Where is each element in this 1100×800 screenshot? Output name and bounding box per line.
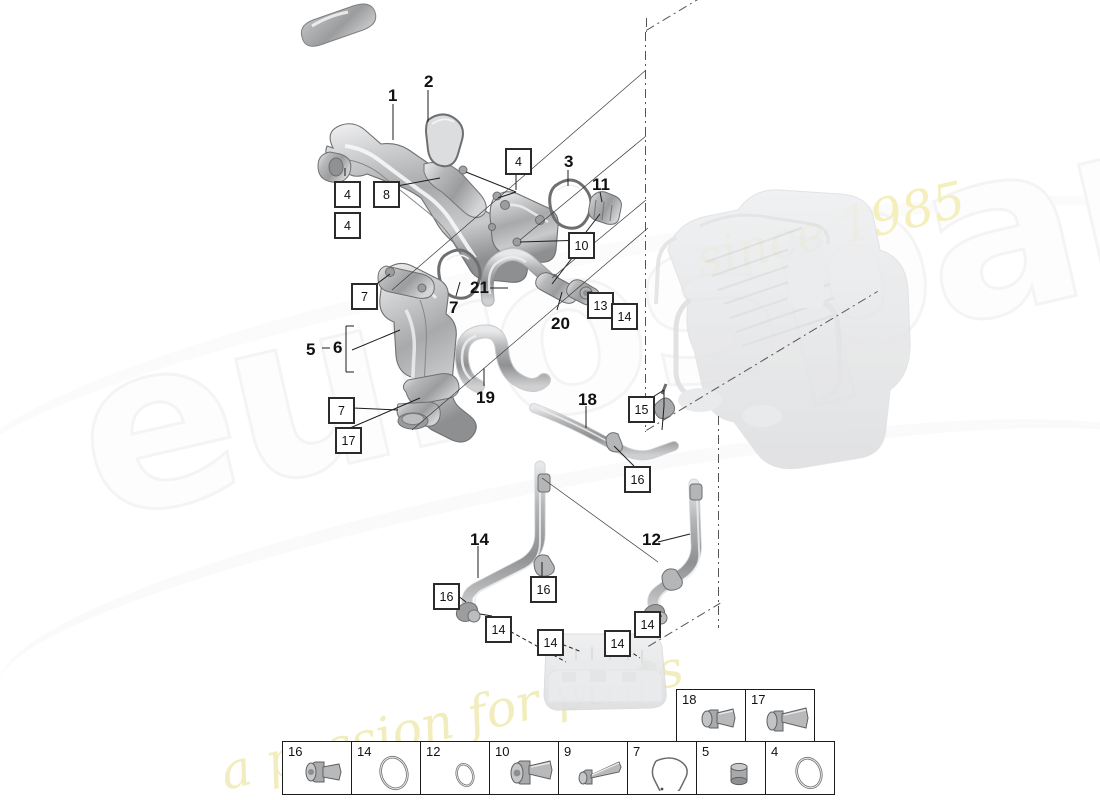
callout-20[interactable]: 19 bbox=[476, 388, 495, 407]
callout-2[interactable]: 2 bbox=[424, 72, 434, 91]
legend-number-7: 7 bbox=[633, 744, 641, 759]
legend-cell-14[interactable]: 14 bbox=[352, 742, 421, 794]
callout-10[interactable]: 8 bbox=[373, 181, 400, 208]
connector-plug bbox=[588, 191, 622, 225]
callout-9[interactable]: 7 bbox=[351, 283, 378, 310]
coolant-hose-left bbox=[455, 460, 555, 623]
legend-cell-5[interactable]: 5 bbox=[697, 742, 766, 794]
callout-22[interactable]: 21 bbox=[470, 278, 489, 297]
hex-flange-bolt-short-icon bbox=[701, 708, 736, 729]
centerline-vertical-top bbox=[646, 18, 647, 32]
callout-6[interactable]: 5 bbox=[306, 340, 316, 359]
engine-block-ghost-small bbox=[547, 669, 663, 703]
manifold-gasket-seal bbox=[424, 113, 464, 168]
legend-bottom-row: 16 14 12 bbox=[282, 741, 835, 795]
callout-7-bracket[interactable]: 6 bbox=[333, 338, 343, 357]
legend-cell-10[interactable]: 10 bbox=[490, 742, 559, 794]
legend-number-16: 16 bbox=[288, 744, 303, 759]
long-slender-bolt-icon bbox=[578, 761, 622, 785]
ring-seal-medium bbox=[437, 248, 482, 300]
legend-cell-16[interactable]: 16 bbox=[283, 742, 352, 794]
callout-7-box[interactable]: 7 bbox=[328, 397, 355, 424]
callout-16-b[interactable]: 16 bbox=[433, 583, 460, 610]
callout-4-upper[interactable]: 4 bbox=[334, 181, 361, 208]
callout-17[interactable]: 16 bbox=[624, 466, 651, 493]
hex-socket-bolt-icon bbox=[305, 761, 342, 783]
callout-14-a[interactable]: 13 bbox=[587, 292, 614, 319]
callout-13[interactable]: 12 bbox=[642, 530, 661, 549]
callout-16-a[interactable]: 15 bbox=[628, 396, 655, 423]
small-o-ring-icon bbox=[455, 763, 475, 787]
callout-19[interactable]: 18 bbox=[578, 390, 597, 409]
callout-3[interactable]: 3 bbox=[564, 152, 574, 171]
wire-retaining-clip-icon bbox=[651, 757, 688, 791]
hex-flange-bolt-icon bbox=[510, 760, 553, 785]
coolant-pipe-assembly bbox=[377, 262, 477, 443]
legend-top-row: 18 17 bbox=[676, 689, 815, 743]
engine-assembly-ghost bbox=[654, 189, 911, 470]
hex-flange-bolt-long-icon bbox=[766, 707, 809, 732]
callout-16-c[interactable]: 16 bbox=[530, 576, 557, 603]
legend-cell-12[interactable]: 12 bbox=[421, 742, 490, 794]
o-ring-seal-icon bbox=[795, 756, 823, 790]
callout-5[interactable]: 4 bbox=[505, 148, 532, 175]
legend-number-10: 10 bbox=[495, 744, 510, 759]
centerline-vertical-right bbox=[718, 416, 719, 628]
callout-14-e[interactable]: 14 bbox=[604, 630, 631, 657]
callout-21[interactable]: 20 bbox=[551, 314, 570, 333]
ring-seal-large bbox=[548, 178, 593, 230]
legend-number-12: 12 bbox=[426, 744, 441, 759]
callout-1[interactable]: 1 bbox=[388, 86, 398, 105]
legend-number-5: 5 bbox=[702, 744, 710, 759]
legend-cell-7[interactable]: 7 bbox=[628, 742, 697, 794]
callout-18[interactable]: 17 bbox=[335, 427, 362, 454]
legend-number-17: 17 bbox=[751, 692, 766, 707]
rounded-cap-plug bbox=[300, 3, 377, 47]
callout-11[interactable]: 11 bbox=[592, 175, 610, 194]
large-o-ring-icon bbox=[379, 755, 409, 791]
legend-number-9: 9 bbox=[564, 744, 572, 759]
intake-manifold-upper bbox=[317, 123, 559, 283]
callout-14-b[interactable]: 14 bbox=[611, 303, 638, 330]
legend-cell-4[interactable]: 4 bbox=[766, 742, 834, 794]
callout-14-c[interactable]: 14 bbox=[485, 616, 512, 643]
legend-cell-18[interactable]: 18 bbox=[677, 690, 746, 742]
legend-cell-9[interactable]: 9 bbox=[559, 742, 628, 794]
legend-cell-17[interactable]: 17 bbox=[746, 690, 814, 742]
coolant-hose-loop bbox=[454, 324, 551, 393]
callout-12[interactable]: 10 bbox=[568, 232, 595, 259]
callout-15[interactable]: 14 bbox=[470, 530, 489, 549]
cylindrical-bushing-icon bbox=[730, 762, 748, 786]
callout-8[interactable]: 7 bbox=[449, 298, 459, 317]
callout-14-f[interactable]: 14 bbox=[634, 611, 661, 638]
legend-number-14: 14 bbox=[357, 744, 372, 759]
callout-14-d[interactable]: 14 bbox=[537, 629, 564, 656]
legend-number-18: 18 bbox=[682, 692, 697, 707]
callout-4-lower[interactable]: 4 bbox=[334, 212, 361, 239]
legend-number-4: 4 bbox=[771, 744, 779, 759]
